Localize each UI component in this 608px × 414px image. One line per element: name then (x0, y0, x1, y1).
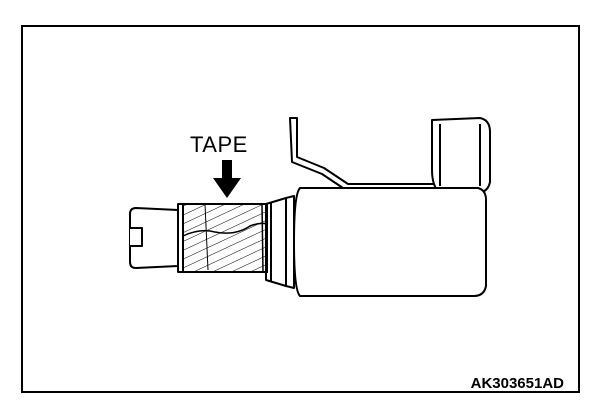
figure-code: AK303651AD (470, 375, 564, 392)
tape-wrapped-thread (182, 203, 268, 273)
mounting-bracket (289, 117, 441, 191)
tape-callout-label: TAPE (190, 132, 248, 157)
electrical-connector (431, 117, 491, 195)
solenoid-body (285, 187, 487, 297)
down-arrow-icon (213, 160, 241, 198)
figure-frame (21, 25, 580, 393)
valve-collar (265, 197, 287, 287)
valve-tip (129, 203, 184, 273)
